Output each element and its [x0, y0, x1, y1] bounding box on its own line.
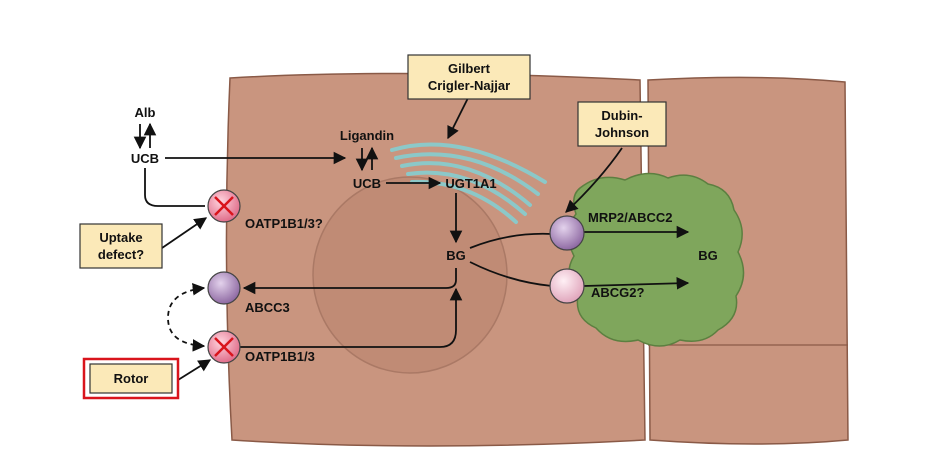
bg-canaliculus-label: BG	[698, 248, 718, 263]
abcg2-export-arrow	[583, 277, 690, 290]
ucb-outside-label: UCB	[131, 151, 159, 166]
dubin-label-1: Dubin-	[601, 108, 642, 123]
ugt1a1-label: UGT1A1	[445, 176, 496, 191]
alb-label: Alb	[135, 105, 156, 120]
abcc3-transporter	[207, 271, 241, 305]
bg-to-mrp2-path	[469, 232, 553, 249]
oatp-top-label: OATP1B1/3?	[245, 216, 323, 231]
ucb-to-oatp-path	[144, 168, 205, 207]
hepatocyte-right	[647, 76, 849, 445]
ligandin-label: Ligandin	[340, 128, 394, 143]
nucleus	[312, 176, 508, 374]
uptake-label-1: Uptake	[99, 230, 142, 245]
bile-canaliculus	[567, 172, 745, 347]
abcg2-label: ABCG2?	[591, 285, 645, 300]
abcg2-transporter	[549, 268, 585, 304]
bg-to-abcc3-arrow	[242, 268, 457, 295]
oatp-bottom-transporter	[207, 330, 241, 364]
gilbert-label-1: Gilbert	[448, 61, 491, 76]
uptake-label-2: defect?	[98, 247, 144, 262]
mrp2-label: MRP2/ABCC2	[588, 210, 673, 225]
dubin-label-2: Johnson	[595, 125, 649, 140]
rotor-box: Rotor	[82, 357, 180, 400]
dubin-johnson-arrow	[565, 147, 623, 213]
reuptake-dashed-arrow	[167, 282, 206, 352]
rotor-label: Rotor	[114, 371, 149, 386]
bg-inside-label: BG	[446, 248, 466, 263]
gilbert-label-2: Crigler-Najjar	[428, 78, 510, 93]
dubin-johnson-box: Dubin- Johnson	[577, 101, 667, 147]
uptake-defect-box: Uptake defect?	[79, 223, 163, 269]
oatp-top-transporter	[207, 189, 241, 223]
oatp-bottom-label: OATP1B1/3	[245, 349, 315, 364]
gilbert-box: Gilbert Crigler-Najjar	[407, 54, 531, 100]
ucb-inside-label: UCB	[353, 176, 381, 191]
bg-to-abcg2-path	[469, 261, 553, 287]
oatp-to-bg-arrow	[240, 287, 463, 348]
mrp2-transporter	[549, 215, 585, 251]
rotor-arrow	[177, 359, 212, 381]
abcc3-label: ABCC3	[245, 300, 290, 315]
uptake-defect-arrow	[161, 217, 208, 249]
endoplasmic-reticulum	[390, 142, 547, 224]
gilbert-arrow	[447, 97, 469, 140]
